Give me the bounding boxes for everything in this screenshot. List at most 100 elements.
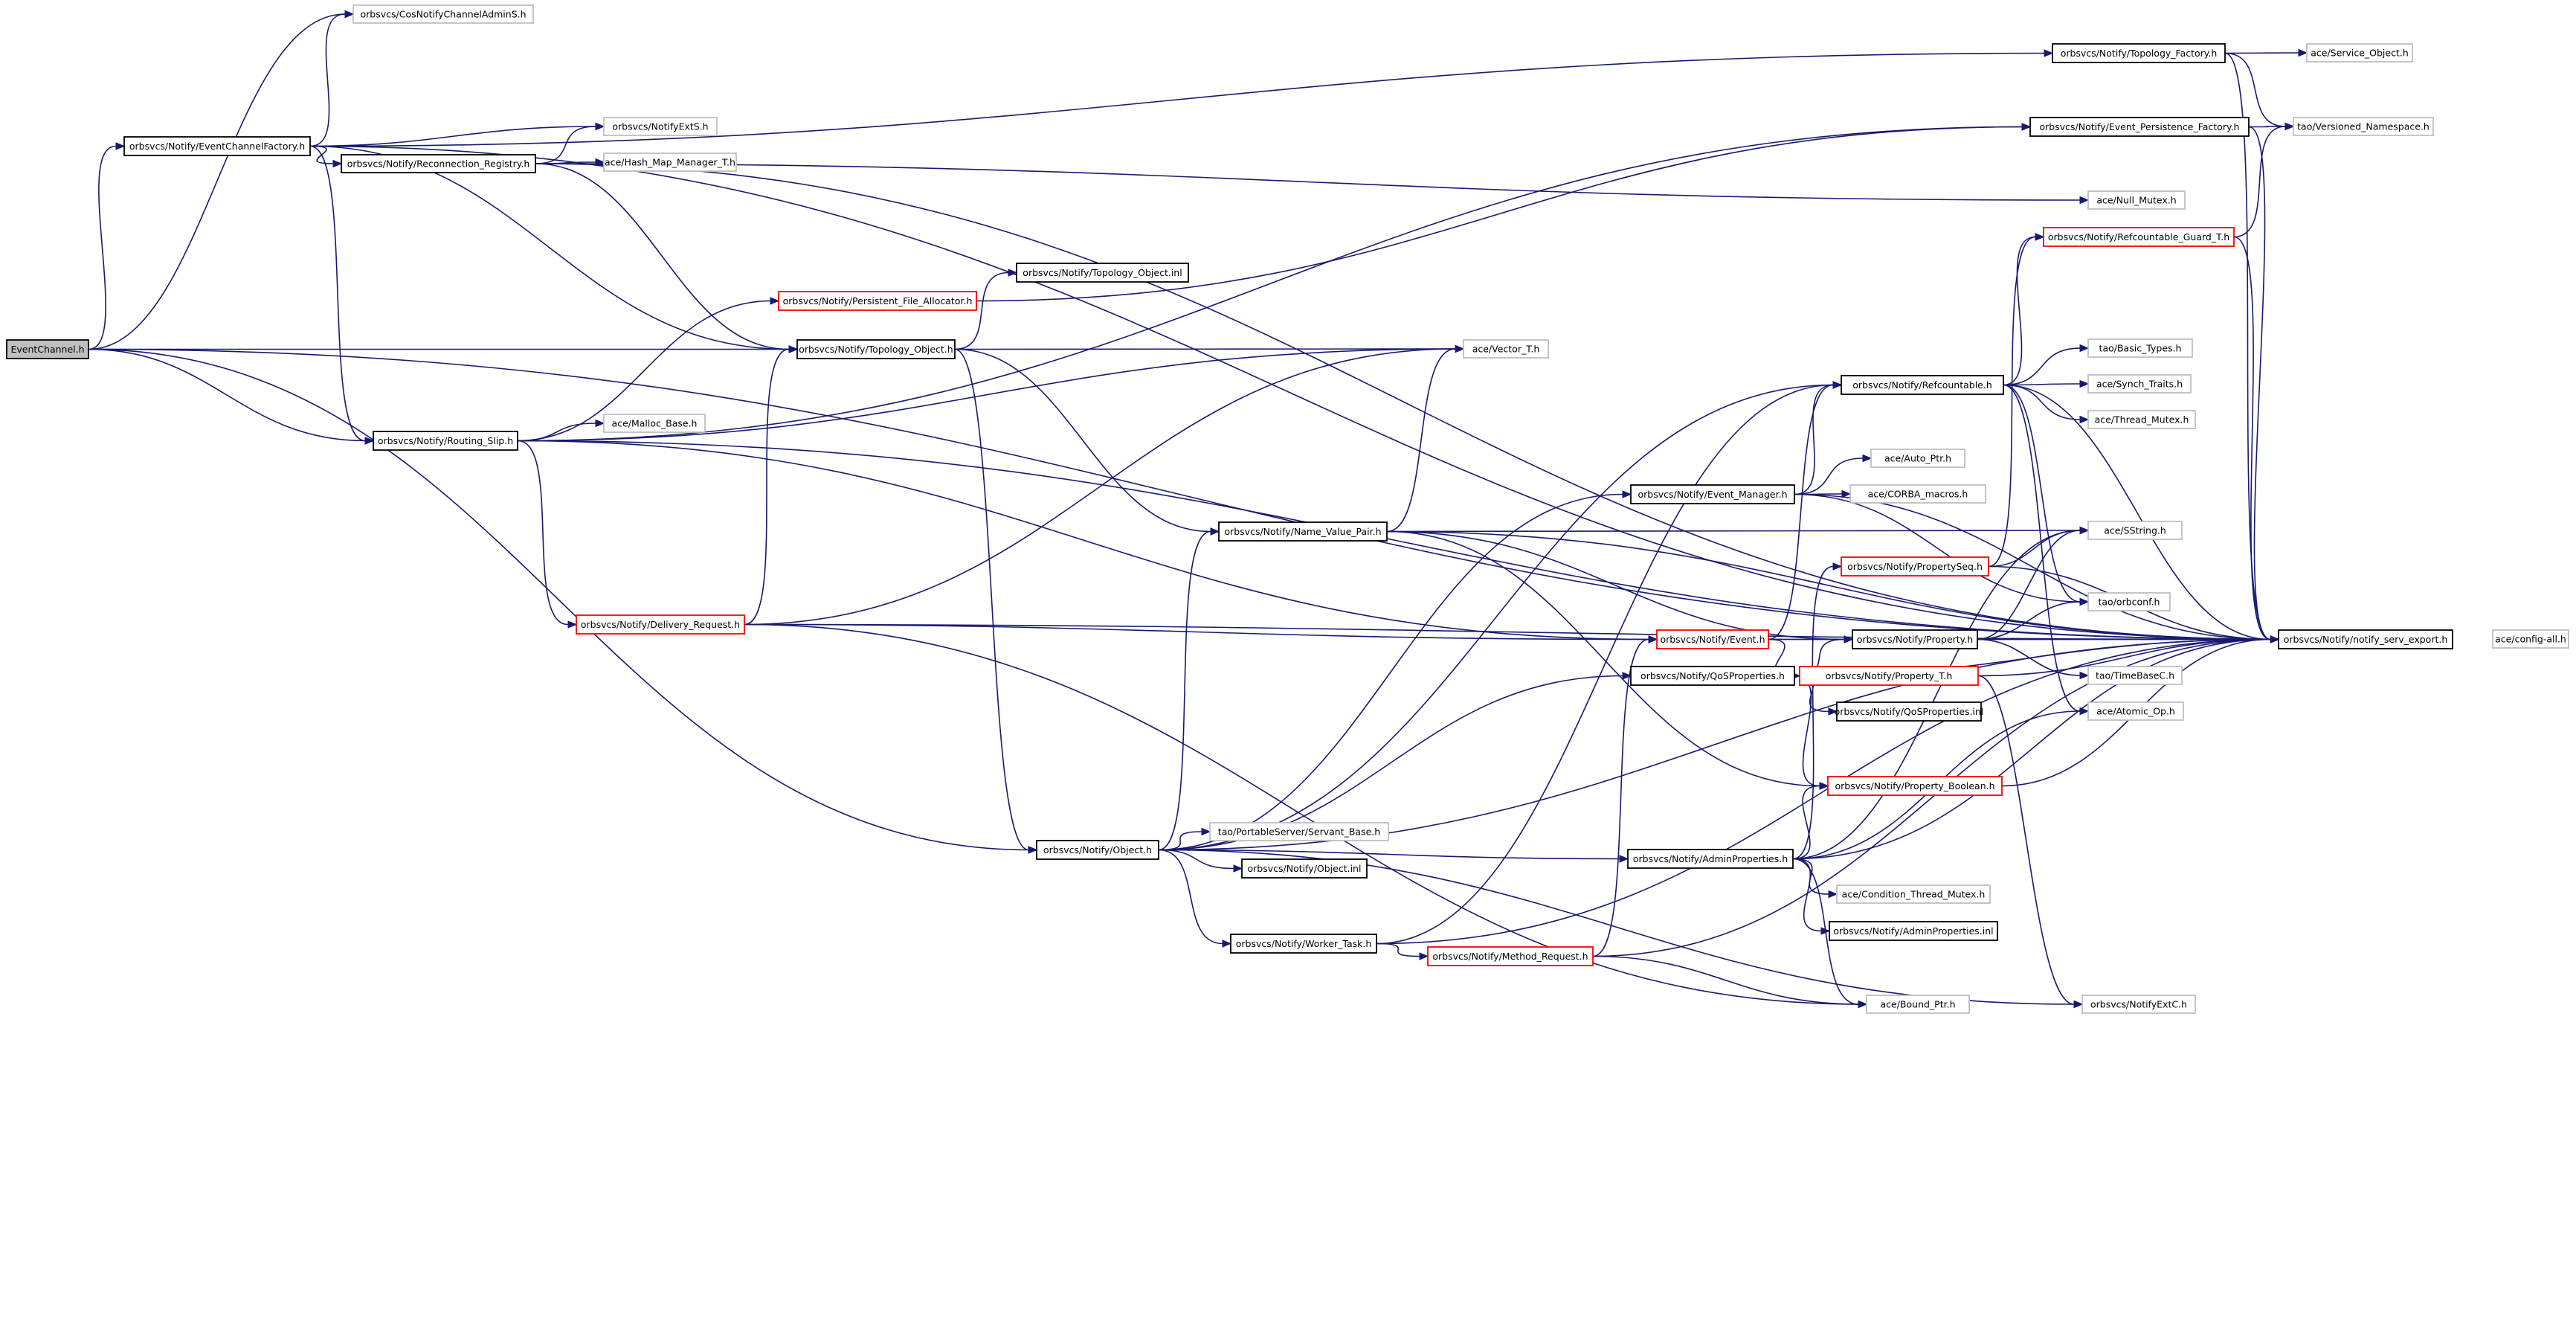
edge-n41-to-n42	[1158, 849, 1243, 873]
graph-node[interactable]: orbsvcs/Notify/Name_Value_Pair.h	[1218, 521, 1388, 542]
graph-node[interactable]: orbsvcs/Notify/Topology_Object.inl	[1016, 263, 1189, 283]
graph-node[interactable]: orbsvcs/CosNotifyChannelAdminS.h	[352, 4, 534, 24]
node-label: orbsvcs/Notify/Refcountable_Guard_T.h	[2048, 231, 2229, 243]
graph-node[interactable]: orbsvcs/Notify/Refcountable_Guard_T.h	[2043, 227, 2235, 247]
node-label: orbsvcs/Notify/AdminProperties.inl	[1833, 925, 1993, 937]
graph-node[interactable]: tao/Basic_Types.h	[2087, 338, 2193, 358]
graph-node[interactable]: tao/orbconf.h	[2087, 592, 2171, 611]
graph-node[interactable]: ace/Null_Mutex.h	[2087, 190, 2186, 210]
graph-node[interactable]: ace/Vector_T.h	[1463, 339, 1549, 359]
graph-node[interactable]: ace/CORBA_macros.h	[1849, 484, 1986, 504]
node-label: tao/Basic_Types.h	[2099, 343, 2182, 354]
graph-node[interactable]: orbsvcs/Notify/Property.h	[1852, 629, 1978, 649]
edge-n25-to-n15	[1386, 344, 1465, 533]
node-box	[1799, 666, 1979, 686]
edge-n4-to-n10	[535, 163, 2090, 205]
node-box	[1852, 629, 1978, 649]
graph-node[interactable]: orbsvcs/Notify/Persistent_File_Allocator…	[778, 291, 977, 311]
edge-n25-to-n39	[1386, 530, 1829, 790]
graph-node[interactable]: orbsvcs/Notify/Worker_Task.h	[1230, 934, 1377, 954]
node-label: orbsvcs/Notify/QoSProperties.inl	[1835, 706, 1984, 717]
graph-node[interactable]: ace/Service_Object.h	[2306, 43, 2413, 62]
node-label: orbsvcs/Notify/Topology_Factory.h	[2061, 48, 2218, 59]
node-box	[2043, 227, 2235, 247]
node-box	[1627, 849, 1794, 869]
node-label: orbsvcs/Notify/Persistent_File_Allocator…	[783, 295, 973, 306]
graph-node[interactable]: ace/Thread_Mutex.h	[2087, 410, 2196, 429]
edge-n43-to-n39	[1792, 782, 1829, 860]
graph-node[interactable]: orbsvcs/Notify/Delivery_Request.h	[576, 614, 745, 635]
graph-node[interactable]: tao/Versioned_Namespace.h	[2293, 117, 2434, 136]
graph-node[interactable]: orbsvcs/NotifyExtS.h	[603, 117, 718, 136]
graph-node[interactable]: ace/config-all.h	[2492, 629, 2569, 649]
edge-n0-to-n14	[88, 345, 799, 353]
graph-node[interactable]: tao/PortableServer/Servant_Base.h	[1209, 822, 1389, 841]
node-label: orbsvcs/Notify/PropertySeq.h	[1847, 561, 1983, 572]
node-label: ace/Auto_Ptr.h	[1884, 453, 1951, 464]
node-box	[1427, 946, 1594, 966]
graph-node[interactable]: orbsvcs/Notify/AdminProperties.h	[1627, 849, 1794, 869]
graph-node[interactable]: orbsvcs/Notify/Property_T.h	[1799, 666, 1979, 686]
node-box	[373, 431, 518, 451]
graph-node[interactable]: orbsvcs/Notify/Event_Persistence_Factory…	[2029, 117, 2250, 137]
graph-node[interactable]: ace/Auto_Ptr.h	[1870, 449, 1965, 468]
node-box	[123, 136, 311, 156]
graph-node[interactable]: orbsvcs/Notify/QoSProperties.h	[1630, 666, 1795, 686]
graph-node[interactable]: orbsvcs/Notify/Refcountable.h	[1841, 375, 2004, 395]
graph-node[interactable]: orbsvcs/Notify/Property_Boolean.h	[1827, 776, 2003, 796]
node-box	[1836, 884, 1991, 904]
node-label: orbsvcs/Notify/Property_T.h	[1826, 670, 1953, 681]
node-label: orbsvcs/Notify/Routing_Slip.h	[378, 435, 513, 446]
graph-node[interactable]: orbsvcs/Notify/Object.inl	[1241, 858, 1368, 879]
node-box	[2087, 592, 2171, 611]
node-label: orbsvcs/Notify/Topology_Object.h	[799, 344, 953, 355]
node-label: ace/Synch_Traits.h	[2096, 379, 2183, 390]
graph-node[interactable]: ace/Hash_Map_Manager_T.h	[603, 152, 737, 172]
node-layer: EventChannel.h orbsvcs/CosNotifyChannelAd…	[6, 4, 2569, 1014]
graph-node[interactable]: ace/Atomic_Op.h	[2087, 701, 2184, 721]
graph-node[interactable]: ace/Condition_Thread_Mutex.h	[1836, 884, 1991, 904]
node-box	[1849, 484, 1986, 504]
edge-n43-to-n26	[1792, 526, 2090, 860]
node-box	[1630, 484, 1795, 504]
graph-node[interactable]: tao/TimeBaseC.h	[2087, 666, 2183, 685]
graph-node[interactable]: orbsvcs/Notify/Event.h	[1656, 629, 1769, 649]
graph-node[interactable]: ace/Malloc_Base.h	[603, 414, 706, 433]
graph-node[interactable]: orbsvcs/Notify/Routing_Slip.h	[373, 431, 518, 451]
graph-node[interactable]: orbsvcs/Notify/PropertySeq.h	[1841, 556, 1989, 577]
graph-node[interactable]: orbsvcs/Notify/EventChannelFactory.h	[123, 136, 311, 156]
node-label: tao/TimeBaseC.h	[2096, 670, 2174, 681]
graph-node[interactable]: orbsvcs/Notify/AdminProperties.inl	[1829, 921, 1998, 941]
edge-n41-to-n43	[1158, 849, 1629, 863]
node-box	[1829, 921, 1998, 941]
node-label: ace/Vector_T.h	[1472, 344, 1540, 355]
graph-node[interactable]: orbsvcs/Notify/Topology_Factory.h	[2052, 43, 2226, 63]
edge-n0-to-n2	[88, 142, 126, 350]
graph-node[interactable]: orbsvcs/NotifyExtC.h	[2081, 995, 2196, 1014]
node-box	[2293, 117, 2434, 136]
graph-node[interactable]: orbsvcs/Notify/notify_serv_export.h	[2278, 629, 2453, 649]
graph-node[interactable]: orbsvcs/Notify/Method_Request.h	[1427, 946, 1594, 966]
node-label: ace/Bound_Ptr.h	[1880, 999, 1955, 1010]
edge-n43-to-n27	[1792, 562, 1843, 860]
graph-node[interactable]: orbsvcs/Notify/Object.h	[1036, 840, 1159, 860]
graph-node[interactable]: orbsvcs/Notify/Topology_Object.h	[796, 339, 956, 359]
graph-node[interactable]: orbsvcs/Notify/Event_Manager.h	[1630, 484, 1795, 504]
graph-node[interactable]: ace/SString.h	[2087, 521, 2183, 540]
edge-n17-to-n19	[2003, 384, 2090, 424]
edge-n41-to-n17	[1158, 381, 1843, 851]
node-label: orbsvcs/Notify/Delivery_Request.h	[581, 619, 740, 630]
graph-node[interactable]: orbsvcs/Notify/Reconnection_Registry.h	[341, 154, 536, 173]
node-label: orbsvcs/Notify/Object.inl	[1248, 863, 1362, 874]
graph-node[interactable]: ace/Synch_Traits.h	[2087, 374, 2192, 394]
graph-node[interactable]: ace/Bound_Ptr.h	[1866, 995, 1970, 1014]
graph-node[interactable]: orbsvcs/Notify/QoSProperties.inl	[1835, 701, 1984, 722]
node-box	[603, 414, 706, 433]
graph-node[interactable]: EventChannel.h	[6, 339, 89, 359]
node-box	[2081, 995, 2196, 1014]
node-label: ace/Atomic_Op.h	[2096, 706, 2175, 717]
node-box	[1230, 934, 1377, 954]
node-box	[1841, 375, 2004, 395]
edge-n47-to-n32	[1592, 635, 2280, 957]
node-label: ace/Malloc_Base.h	[612, 418, 698, 429]
